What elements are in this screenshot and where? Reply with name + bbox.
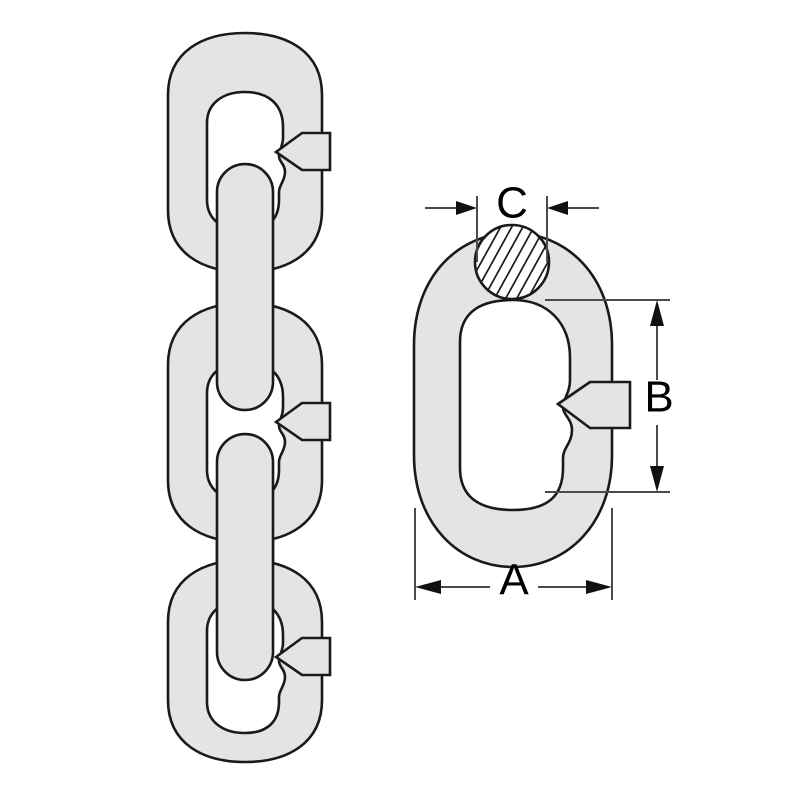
chain-connector-overlay — [215, 162, 275, 682]
dimension-label-c: C — [496, 179, 528, 228]
chain-assembly-view — [166, 31, 332, 764]
dimension-label-a: A — [499, 556, 529, 605]
chain-link-top — [166, 31, 332, 274]
dimension-a: A — [414, 508, 613, 605]
dimension-label-b: B — [644, 373, 673, 422]
dimension-c: C — [425, 179, 599, 262]
detail-link-hole — [458, 298, 574, 512]
detail-weld-mark — [555, 380, 632, 430]
single-link-detail-view: C B — [412, 179, 674, 605]
dimension-b: B — [545, 299, 674, 493]
